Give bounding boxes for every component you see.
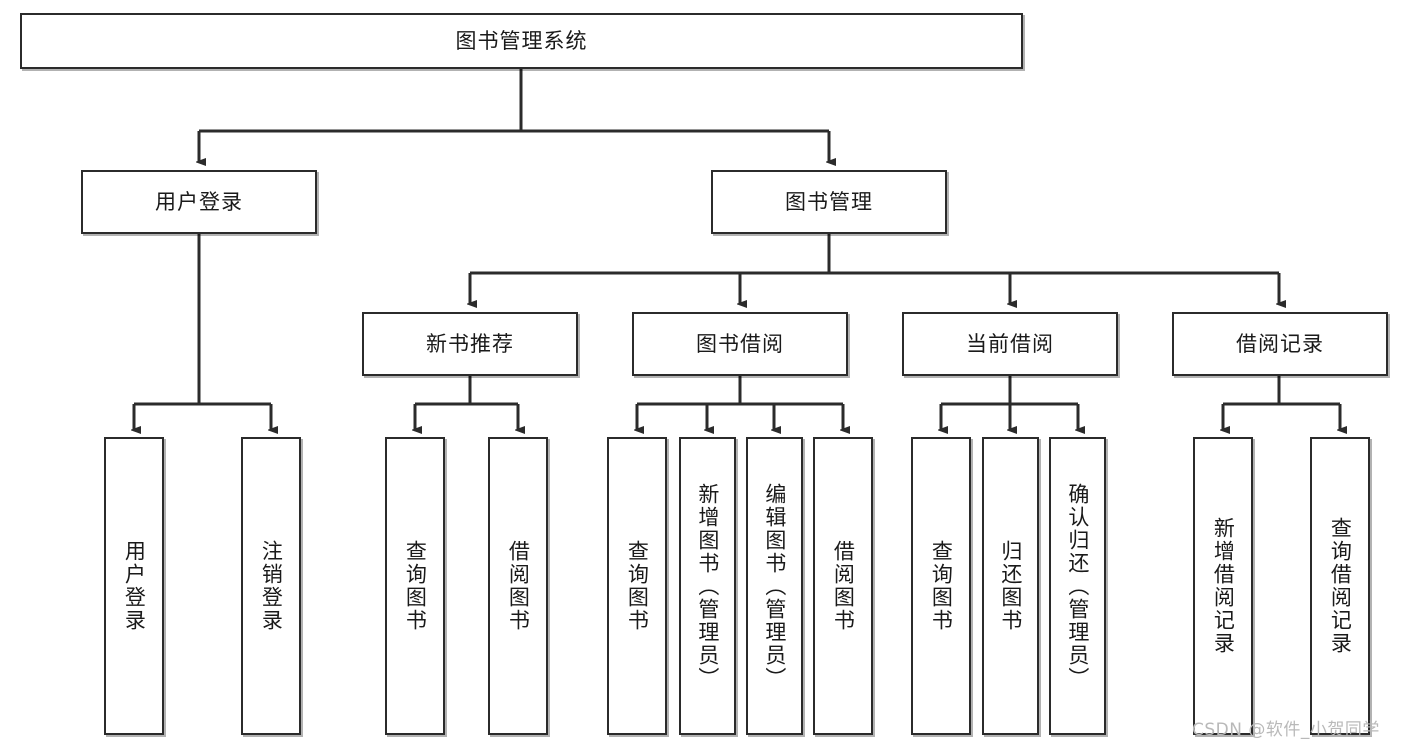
node-new-book-recommend[interactable]: 新书推荐 [362,312,578,376]
node-leaf-borrow-book-1[interactable]: 借阅图书 [488,437,548,735]
node-borrow-record[interactable]: 借阅记录 [1172,312,1388,376]
node-leaf-add-record[interactable]: 新增借阅记录 [1193,437,1253,735]
node-label: 图书管理系统 [455,28,588,53]
node-leaf-query-book-2[interactable]: 查询图书 [607,437,667,735]
node-label: 用户登录 [155,189,243,214]
node-label: 借阅图书 [831,540,856,632]
node-user-login[interactable]: 用户登录 [81,170,317,234]
node-current-borrow[interactable]: 当前借阅 [902,312,1118,376]
node-label: 确认归还（管理员） [1065,482,1090,690]
node-label: 归还图书 [998,540,1023,632]
node-label: 查询图书 [625,540,650,632]
node-label: 查询图书 [929,540,954,632]
node-label: 查询借阅记录 [1328,517,1353,655]
node-label: 借阅记录 [1236,331,1324,356]
node-label: 新增图书（管理员） [695,482,720,690]
node-leaf-query-book-1[interactable]: 查询图书 [385,437,445,735]
node-leaf-edit-book[interactable]: 编辑图书（管理员） [746,437,803,735]
node-label: 图书管理 [785,189,873,214]
node-leaf-logout-login[interactable]: 注销登录 [241,437,301,735]
node-label: 查询图书 [403,540,428,632]
node-book-management-system[interactable]: 图书管理系统 [20,13,1023,69]
node-label: 图书借阅 [696,331,784,356]
node-leaf-query-book-3[interactable]: 查询图书 [911,437,971,735]
csdn-watermark: CSDN @软件_小贺同学 [1192,720,1380,740]
node-label: 新书推荐 [426,331,514,356]
node-leaf-add-book[interactable]: 新增图书（管理员） [679,437,736,735]
node-book-management[interactable]: 图书管理 [711,170,947,234]
node-label: 借阅图书 [506,540,531,632]
node-label: 当前借阅 [966,331,1054,356]
node-leaf-user-login[interactable]: 用户登录 [104,437,164,735]
node-leaf-confirm-return[interactable]: 确认归还（管理员） [1049,437,1106,735]
node-leaf-borrow-book-2[interactable]: 借阅图书 [813,437,873,735]
node-book-borrow[interactable]: 图书借阅 [632,312,848,376]
node-label: 新增借阅记录 [1211,517,1236,655]
node-label: 用户登录 [122,540,147,632]
node-leaf-query-record[interactable]: 查询借阅记录 [1310,437,1370,735]
node-label: 注销登录 [259,540,284,632]
node-label: 编辑图书（管理员） [762,482,787,690]
node-leaf-return-book[interactable]: 归还图书 [982,437,1039,735]
